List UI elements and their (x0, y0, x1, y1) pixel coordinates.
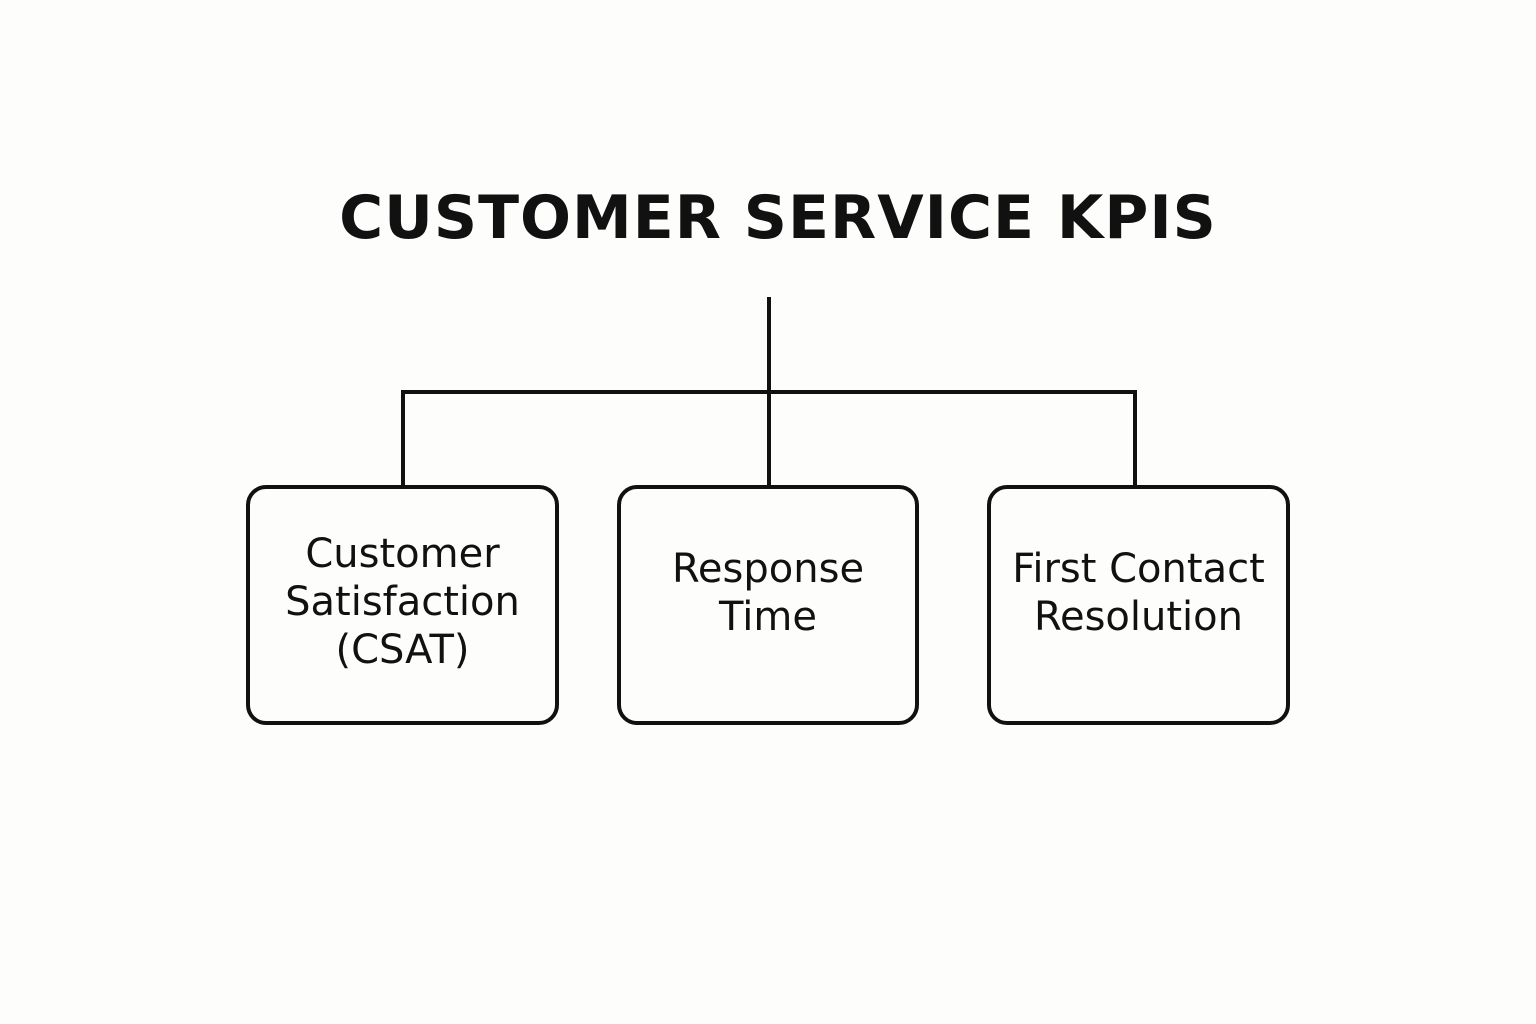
kpi-node-label: Response Time (671, 545, 865, 640)
diagram-title: CUSTOMER SERVICE KPIS (339, 183, 1217, 253)
kpi-node-csat: Customer Satisfaction (CSAT) (246, 485, 559, 725)
kpi-node-label: Customer Satisfaction (CSAT) (285, 531, 520, 673)
kpi-node-first-contact-resolution: First Contact Resolution (987, 485, 1290, 725)
kpi-node-response-time: Response Time (617, 485, 919, 725)
kpi-node-label: First Contact Resolution (1012, 545, 1265, 640)
